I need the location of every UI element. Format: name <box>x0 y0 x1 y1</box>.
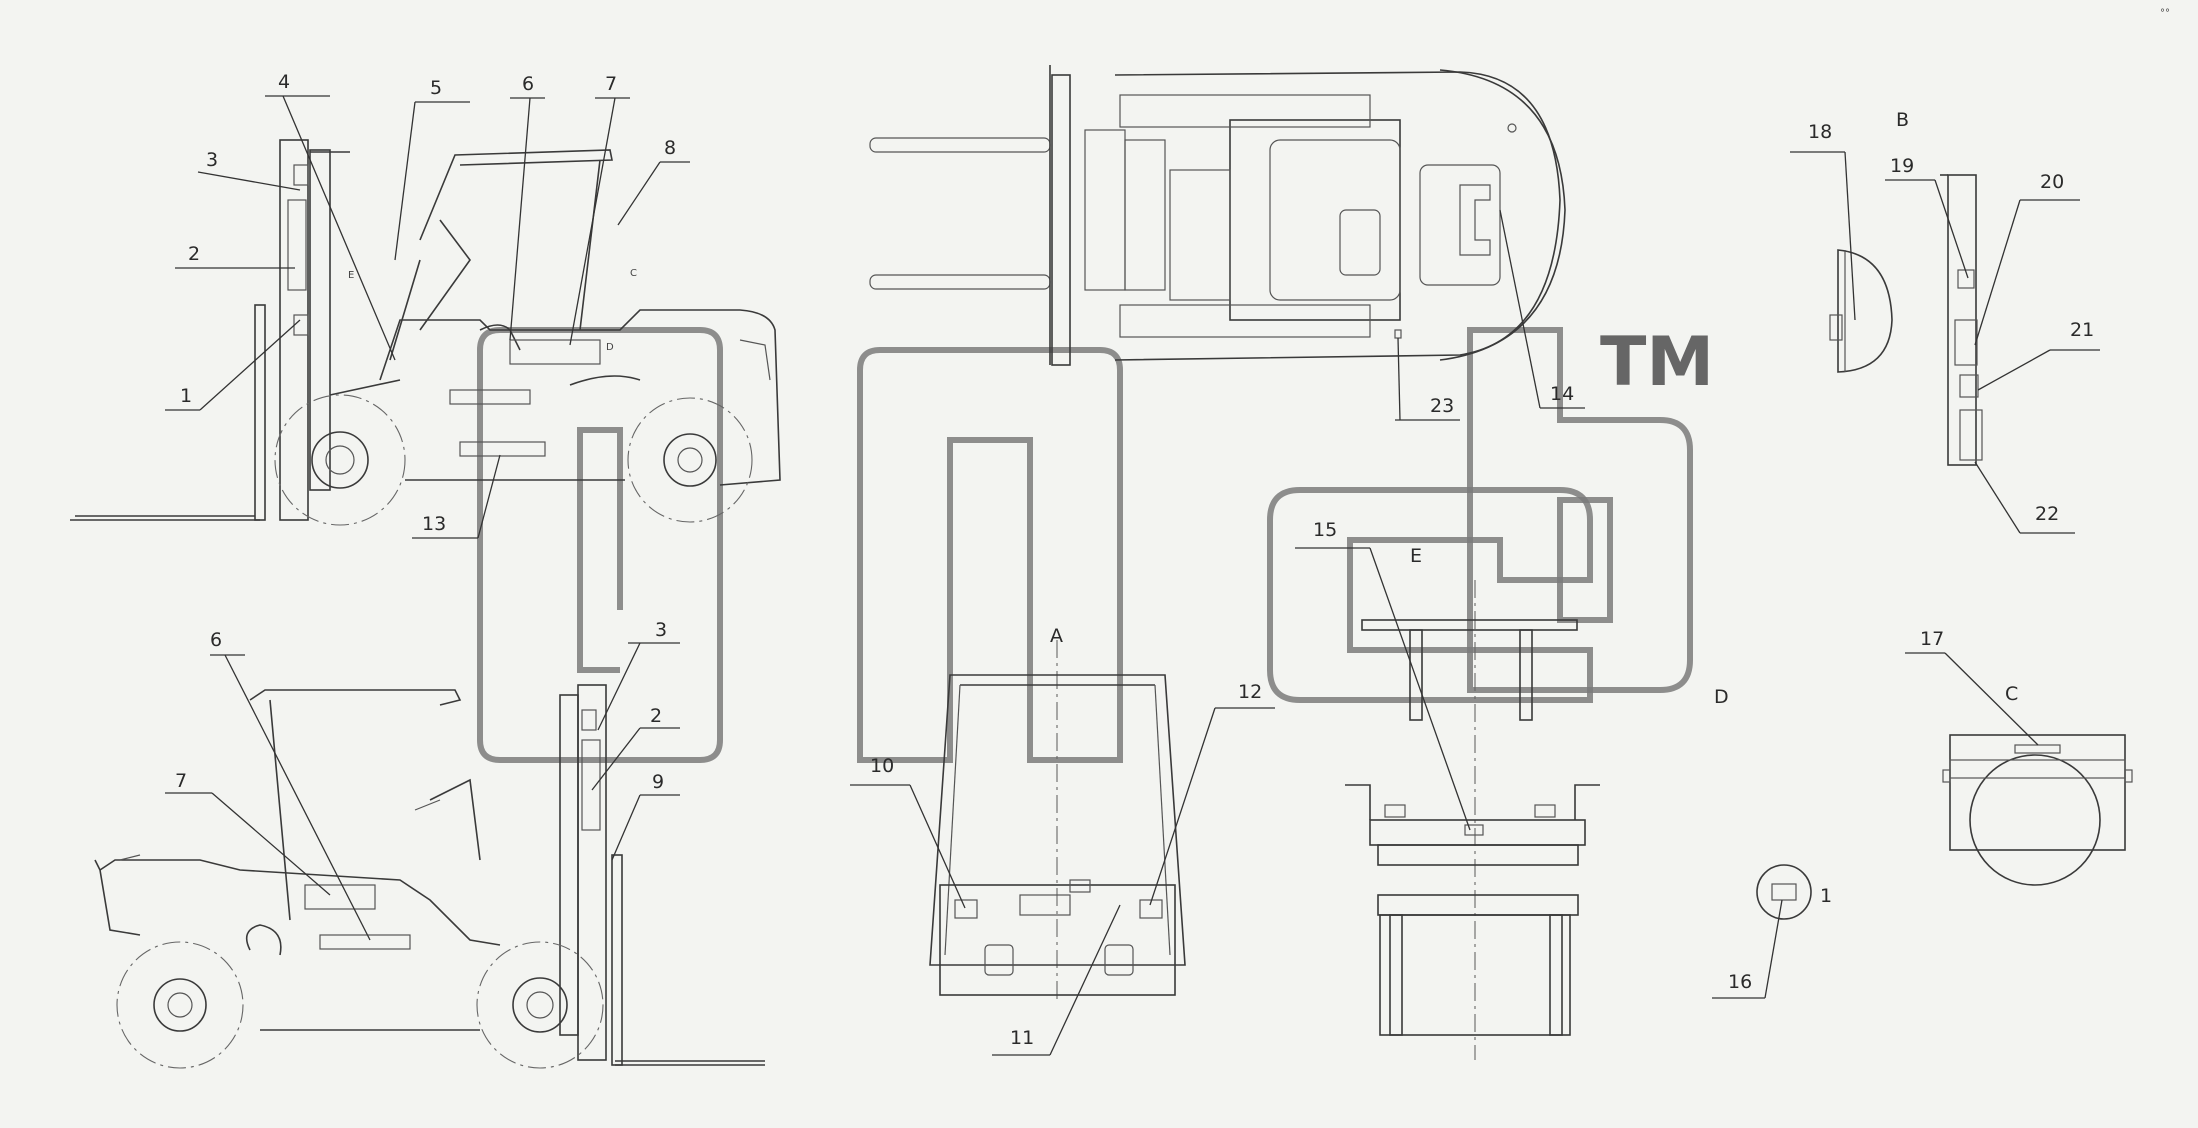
callout-2: 2 <box>188 243 200 265</box>
callout-6-lower: 6 <box>210 629 222 651</box>
callout-7: 7 <box>605 73 617 95</box>
small-label-c: C <box>630 268 637 279</box>
callout-7-lower: 7 <box>175 770 187 792</box>
detail-d <box>1756 864 1812 920</box>
small-label-e: E <box>348 270 354 281</box>
callout-18: 18 <box>1808 121 1832 143</box>
view-label-b: B <box>1896 109 1909 131</box>
callout-23: 23 <box>1430 395 1454 417</box>
forklift-side-view-right <box>94 684 765 1069</box>
view-label-e: E <box>1410 545 1422 567</box>
forklift-side-view-left <box>70 139 781 526</box>
detail-c <box>1942 734 2133 886</box>
callout-22: 22 <box>2035 503 2059 525</box>
view-label-d: D <box>1714 686 1729 708</box>
callout-10: 10 <box>870 755 894 777</box>
callout-17: 17 <box>1920 628 1944 650</box>
callout-19: 19 <box>1890 155 1914 177</box>
callout-3-lower: 3 <box>655 619 667 641</box>
view-label-1: 1 <box>1820 885 1832 907</box>
callout-2-lower: 2 <box>650 705 662 727</box>
callout-labels: 1 2 3 4 5 6 7 8 13 14 23 18 19 20 21 22 … <box>175 71 2094 1049</box>
callout-14: 14 <box>1550 383 1574 405</box>
leader-lines <box>165 95 2100 1056</box>
callout-13: 13 <box>422 513 446 535</box>
callout-4: 4 <box>278 71 290 93</box>
callout-16: 16 <box>1728 971 1752 993</box>
view-label-c: C <box>2005 683 2018 705</box>
callout-15: 15 <box>1313 519 1337 541</box>
small-label-d: D <box>606 342 614 353</box>
callout-3: 3 <box>206 149 218 171</box>
callout-1: 1 <box>180 385 192 407</box>
detail-a <box>929 640 1186 1000</box>
callout-5: 5 <box>430 77 442 99</box>
callout-11: 11 <box>1010 1027 1034 1049</box>
callout-21: 21 <box>2070 319 2094 341</box>
callout-12: 12 <box>1238 681 1262 703</box>
watermark-logo: TM <box>477 323 1714 763</box>
callout-6: 6 <box>522 73 534 95</box>
corner-mark: °° <box>2160 8 2170 19</box>
detail-b <box>1829 174 1983 466</box>
watermark-trademark: TM <box>1600 323 1714 402</box>
view-label-a: A <box>1050 625 1063 647</box>
callout-9: 9 <box>652 771 664 793</box>
view-labels: B E A D C 1 E C D °° <box>348 8 2170 907</box>
forklift-top-view <box>869 65 1566 366</box>
callout-20: 20 <box>2040 171 2064 193</box>
callout-8: 8 <box>664 137 676 159</box>
detail-e <box>1345 580 1600 1060</box>
